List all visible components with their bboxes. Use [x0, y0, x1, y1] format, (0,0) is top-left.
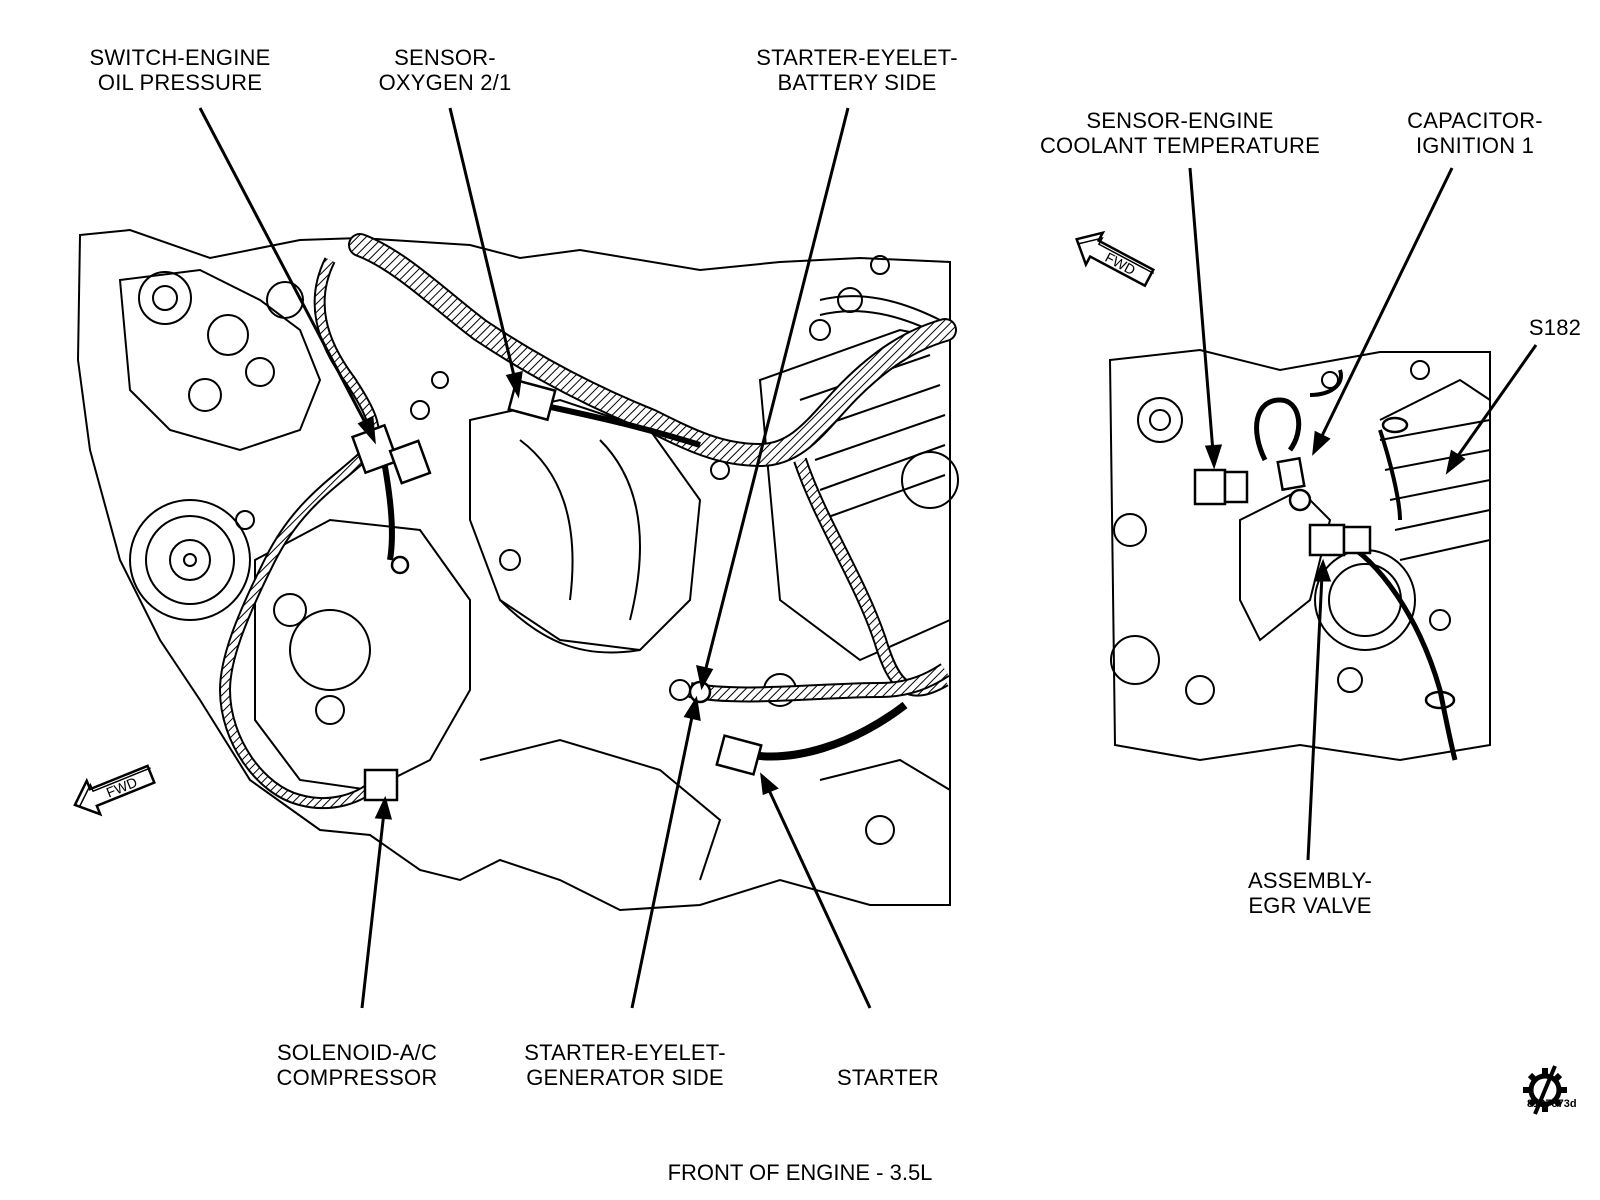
fwd-arrow-icon: FWD [73, 764, 156, 817]
detail-view [1108, 348, 1491, 762]
connectors-main [350, 378, 763, 802]
starter-label: STARTER [836, 1065, 940, 1090]
splice-label: S182 [1528, 315, 1582, 340]
ac-solenoid-label: SOLENOID-A/C COMPRESSOR [276, 1040, 438, 1090]
detail-wiring [1254, 369, 1458, 761]
coolant-temp-sensor-label: SENSOR-ENGINE COOLANT TEMPERATURE [1039, 108, 1321, 158]
oxygen-sensor-label: SENSOR- OXYGEN 2/1 [378, 45, 512, 95]
figure-number: 8197873d [1527, 1098, 1577, 1110]
starter-eyelet-generator-label: STARTER-EYELET- GENERATOR SIDE [524, 1040, 726, 1090]
main-engine-view [76, 228, 959, 912]
ignition-capacitor-label: CAPACITOR- IGNITION 1 [1407, 108, 1543, 158]
gear-slash-icon [1523, 1065, 1567, 1115]
starter-eyelet-battery-label: STARTER-EYELET- BATTERY SIDE [756, 45, 958, 95]
egr-valve-label: ASSEMBLY- EGR VALVE [1247, 868, 1373, 918]
oil-pressure-switch-label: SWITCH-ENGINE OIL PRESSURE [89, 45, 271, 95]
leader-lines [198, 107, 1538, 1009]
connectors-detail [1193, 456, 1372, 557]
figure-caption: FRONT OF ENGINE - 3.5L [667, 1160, 933, 1185]
fwd-arrow-icon: FWD [1075, 230, 1155, 288]
wiring-harness [218, 233, 957, 809]
